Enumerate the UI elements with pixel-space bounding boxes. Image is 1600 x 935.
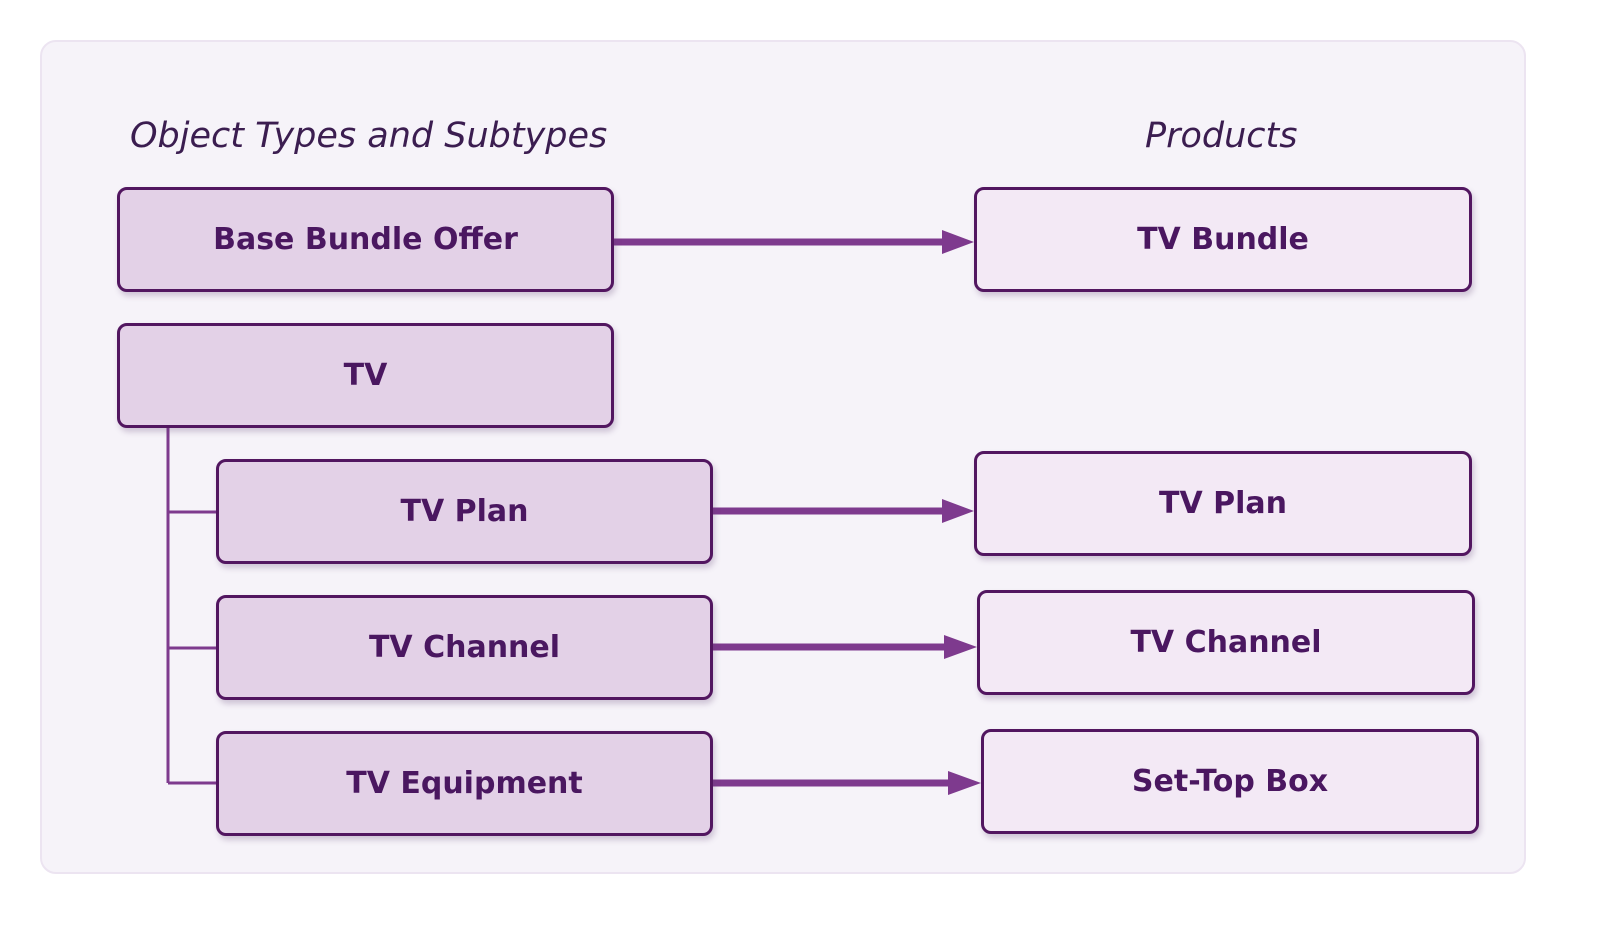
subtype-tv-equipment-label: TV Equipment [346,766,583,801]
subtype-tv-channel: TV Channel [216,595,713,700]
type-tv-label: TV [343,358,388,393]
product-tv-bundle: TV Bundle [974,187,1472,292]
subtype-tv-equipment: TV Equipment [216,731,713,836]
products-heading: Products [1145,116,1298,156]
product-tv-channel: TV Channel [977,590,1475,695]
subtype-tv-plan-label: TV Plan [400,494,529,529]
subtype-tv-plan: TV Plan [216,459,713,564]
type-tv: TV [117,323,614,428]
product-set-top-box: Set-Top Box [981,729,1479,834]
product-tv-plan: TV Plan [974,451,1472,556]
product-tv-bundle-label: TV Bundle [1137,222,1309,257]
product-tv-channel-label: TV Channel [1130,625,1322,660]
types-heading: Object Types and Subtypes [130,116,608,156]
subtype-tv-channel-label: TV Channel [368,630,561,665]
type-base-bundle-offer: Base Bundle Offer [117,187,614,292]
type-base-bundle-offer-label: Base Bundle Offer [213,222,518,257]
product-tv-plan-label: TV Plan [1159,486,1287,521]
product-set-top-box-label: Set-Top Box [1131,764,1329,799]
